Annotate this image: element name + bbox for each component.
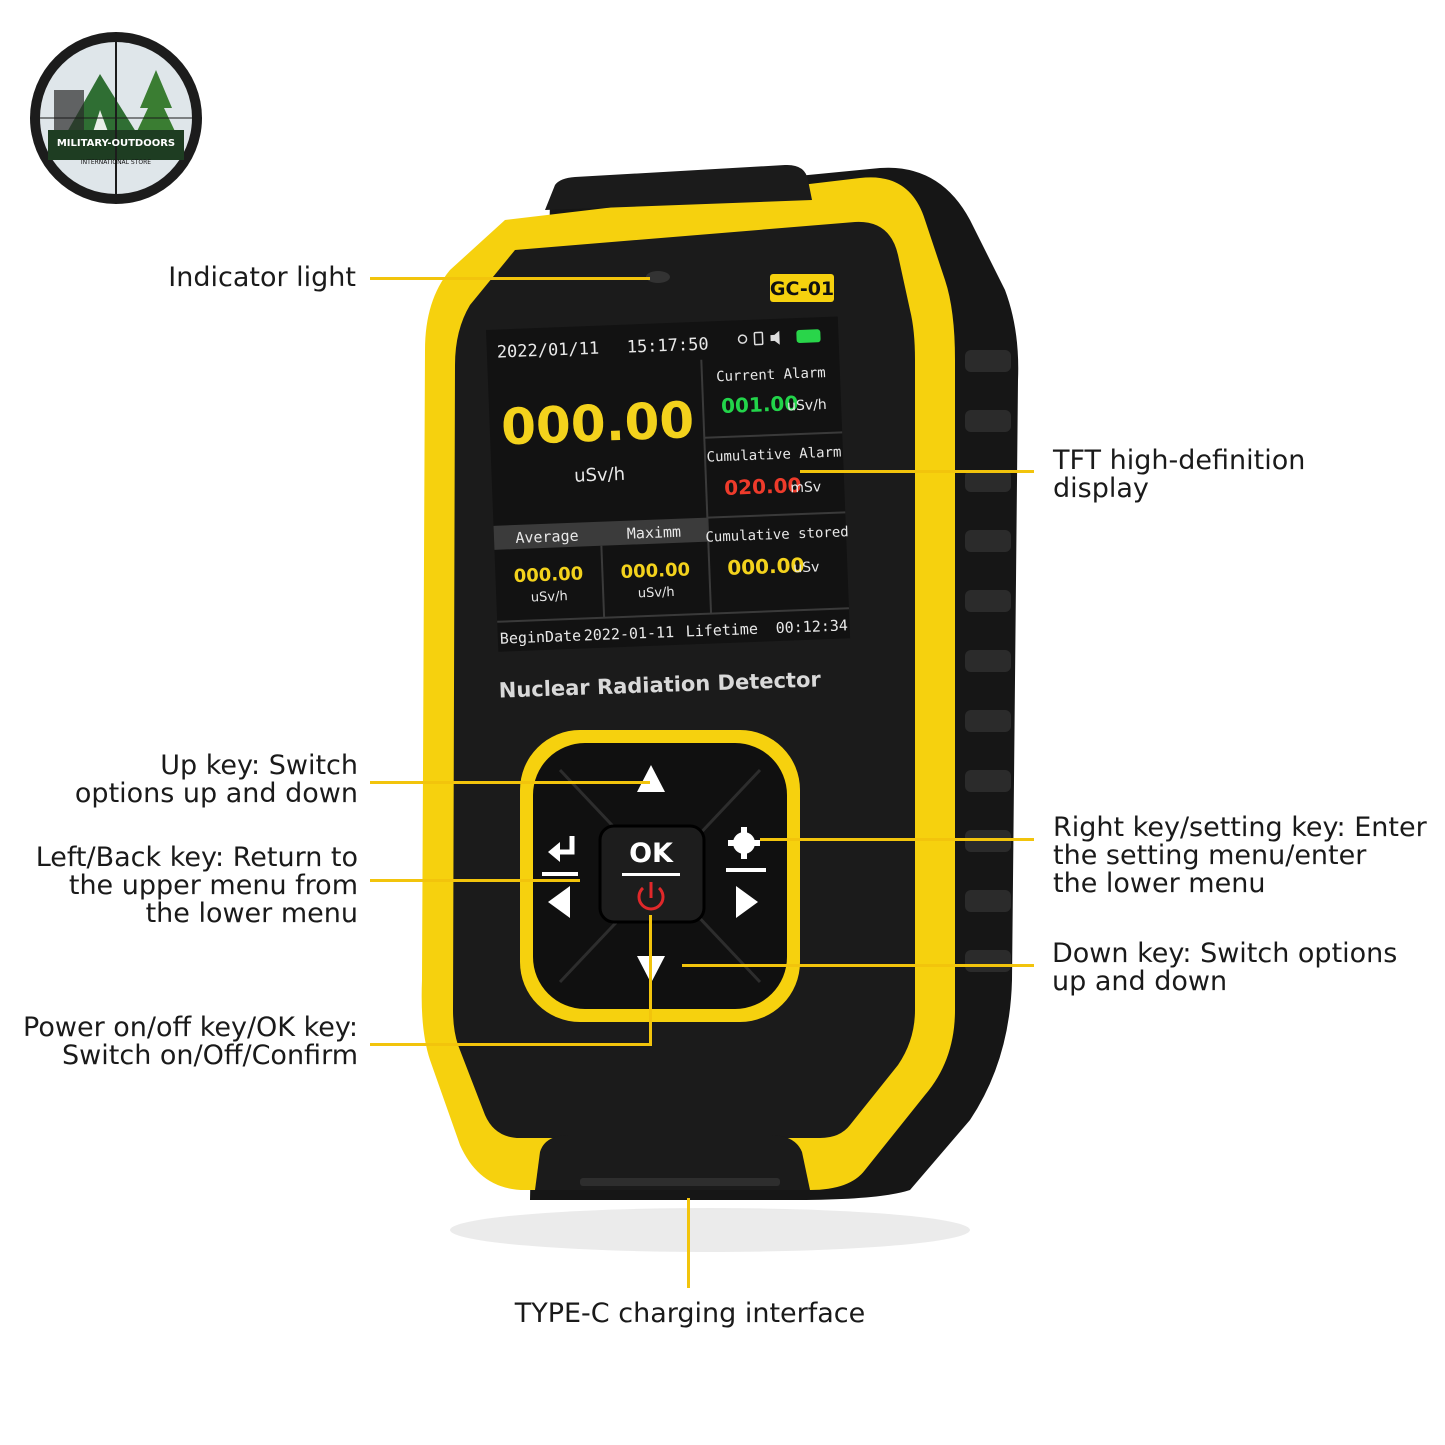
begin-date-value: 2022-01-11 bbox=[583, 623, 674, 644]
power-key-leader-vertical bbox=[649, 915, 652, 1046]
average-unit: uSv/h bbox=[531, 589, 568, 605]
left-key-callout: Left/Back key: Return to the upper menu … bbox=[10, 844, 358, 928]
right-key-leader bbox=[760, 838, 1034, 841]
right-setting-key[interactable] bbox=[726, 827, 766, 918]
typec-callout: TYPE-C charging interface bbox=[480, 1300, 900, 1328]
current-alarm-label: Current Alarm bbox=[716, 365, 826, 385]
ok-label: OK bbox=[629, 838, 674, 869]
up-key-leader bbox=[370, 781, 650, 784]
speaker-icon bbox=[770, 330, 780, 345]
current-alarm-value: 001.00 bbox=[721, 391, 799, 418]
screen-time: 15:17:50 bbox=[626, 334, 709, 357]
up-arrow-icon bbox=[637, 765, 665, 792]
power-key-leader bbox=[370, 1043, 652, 1046]
up-key-line-1: Up key: Switch bbox=[160, 750, 358, 781]
left-key-line-3: the lower menu bbox=[145, 898, 358, 929]
power-icon bbox=[637, 882, 665, 911]
down-key-line-1: Down key: Switch options bbox=[1052, 938, 1398, 969]
maximum-unit: uSv/h bbox=[638, 585, 675, 601]
typec-label: TYPE-C charging interface bbox=[514, 1298, 866, 1329]
power-key-callout: Power on/off key/OK key: Switch on/Off/C… bbox=[4, 1014, 358, 1070]
main-unit: uSv/h bbox=[574, 464, 626, 487]
main-dose-rate: 000.00 bbox=[500, 391, 695, 456]
right-key-line-1: Right key/setting key: Enter bbox=[1053, 812, 1427, 843]
status-icons bbox=[737, 329, 821, 346]
left-key-line-1: Left/Back key: Return to bbox=[35, 842, 358, 873]
logo-brand: MILITARY-OUTDOORS bbox=[57, 138, 175, 149]
light-icon bbox=[737, 334, 748, 344]
gear-icon bbox=[728, 827, 760, 859]
tft-display-line-1: TFT high-definition bbox=[1053, 445, 1306, 476]
cumulative-alarm-label: Cumulative Alarm bbox=[706, 444, 841, 465]
cumulative-stored-value: 000.00 bbox=[727, 553, 805, 580]
tft-display-line-2: display bbox=[1053, 473, 1149, 504]
left-back-key[interactable] bbox=[542, 836, 578, 918]
cumulative-stored-label: Cumulative stored bbox=[705, 524, 849, 545]
lifetime-value: 00:12:34 bbox=[775, 616, 848, 637]
maximum-value: 000.00 bbox=[620, 559, 690, 583]
tft-display-leader bbox=[800, 470, 1034, 473]
begin-date-label: BeginDate bbox=[500, 627, 582, 648]
model-badge bbox=[770, 274, 834, 302]
tft-display-callout: TFT high-definition display bbox=[1053, 447, 1413, 503]
maximum-label: Maximm bbox=[626, 523, 681, 543]
right-key-line-2: the setting menu/enter bbox=[1053, 840, 1367, 871]
cumulative-alarm-value: 020.00 bbox=[724, 473, 802, 500]
up-key-line-2: options up and down bbox=[74, 778, 358, 809]
up-key[interactable] bbox=[637, 765, 665, 792]
average-value: 000.00 bbox=[513, 563, 583, 587]
indicator-light-leader bbox=[370, 277, 650, 280]
vibrate-icon bbox=[753, 331, 764, 346]
down-key-callout: Down key: Switch options up and down bbox=[1052, 940, 1432, 996]
logo-subtitle: INTERNATIONAL STORE bbox=[81, 159, 151, 166]
down-key-leader bbox=[682, 964, 1034, 967]
right-arrow-icon bbox=[736, 886, 758, 918]
indicator-light-callout: Indicator light bbox=[100, 264, 356, 292]
store-logo: MILITARY-OUTDOORS INTERNATIONAL STORE bbox=[28, 30, 204, 206]
down-key-line-2: up and down bbox=[1052, 966, 1228, 997]
lifetime-label: Lifetime bbox=[685, 620, 758, 641]
screen-date: 2022/01/11 bbox=[496, 339, 599, 363]
right-key-line-3: the lower menu bbox=[1053, 868, 1266, 899]
current-alarm-unit: uSv/h bbox=[787, 397, 827, 415]
typec-port bbox=[580, 1178, 780, 1186]
battery-icon bbox=[796, 329, 821, 343]
left-arrow-icon bbox=[548, 886, 570, 918]
typec-leader bbox=[687, 1198, 690, 1288]
indicator-light-label: Indicator light bbox=[168, 262, 356, 293]
ok-power-key[interactable]: OK bbox=[598, 824, 706, 924]
left-key-leader bbox=[370, 879, 580, 882]
indicator-light bbox=[646, 271, 670, 283]
power-key-line-2: Switch on/Off/Confirm bbox=[62, 1040, 358, 1071]
right-key-callout: Right key/setting key: Enter the setting… bbox=[1053, 814, 1438, 898]
tft-screen: 2022/01/11 15:17:50 000.00 uSv/h Current… bbox=[486, 316, 851, 652]
cumulative-alarm-unit: mSv bbox=[790, 479, 821, 496]
power-key-line-1: Power on/off key/OK key: bbox=[23, 1012, 358, 1043]
left-key-line-2: the upper menu from bbox=[68, 870, 358, 901]
average-label: Average bbox=[515, 527, 579, 547]
model-label: GC-01 bbox=[770, 278, 834, 300]
up-key-callout: Up key: Switch options up and down bbox=[20, 752, 358, 808]
radiation-detector-device: GC-01 2022/01/11 15:17:50 000.00 uSv/h C… bbox=[410, 160, 1030, 1270]
cumulative-stored-unit: uSv bbox=[793, 559, 820, 576]
